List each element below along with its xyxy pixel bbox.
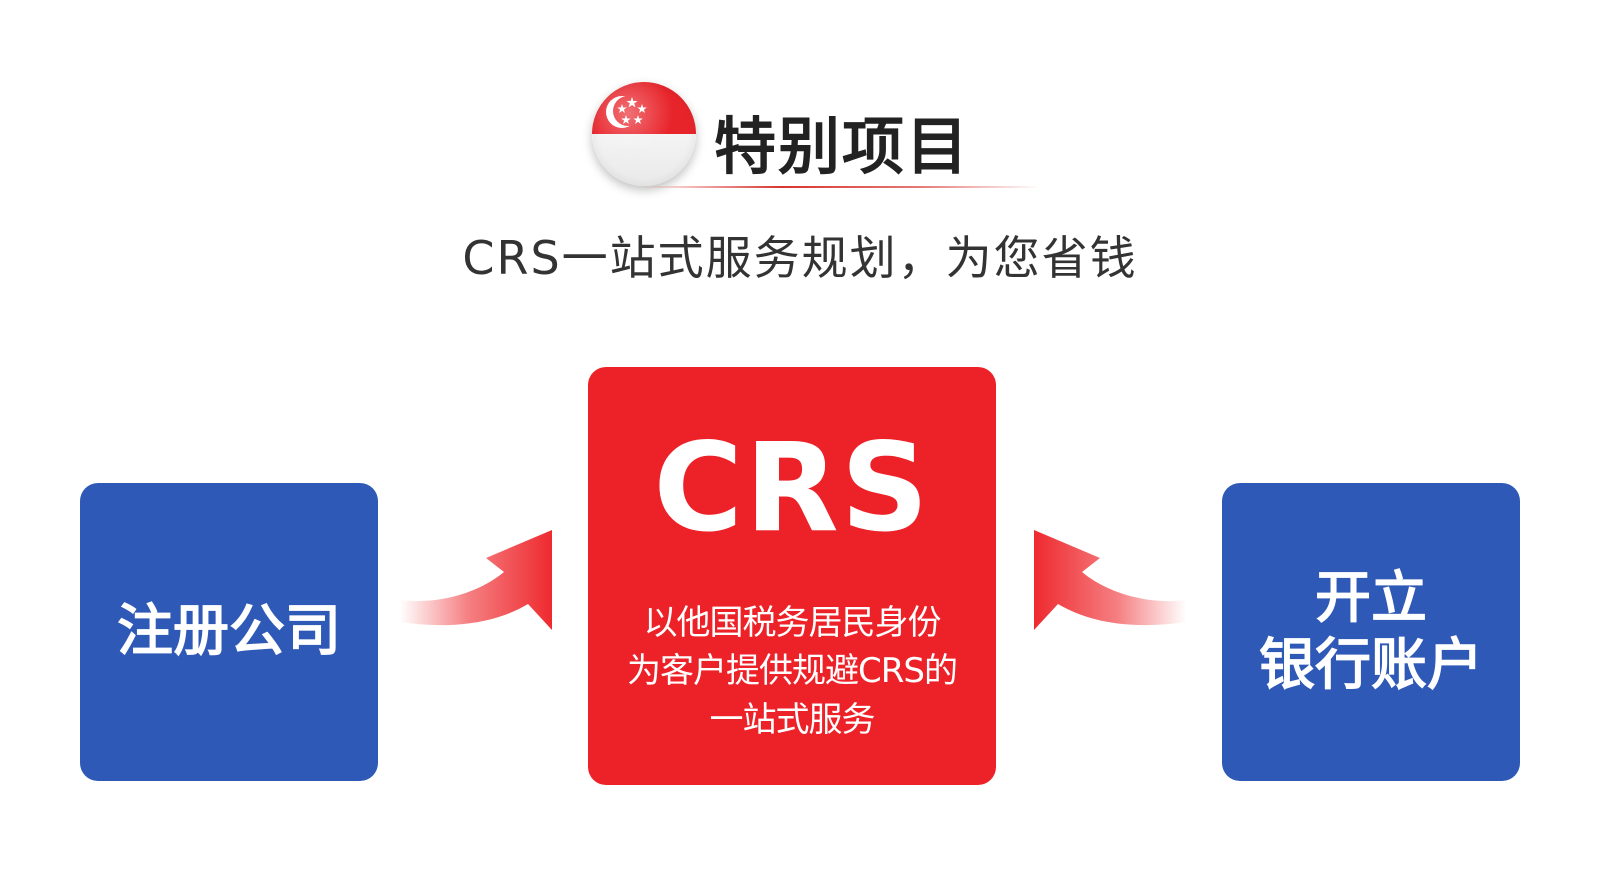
arrow-right-icon bbox=[400, 530, 552, 630]
register-company-label: 注册公司 bbox=[117, 599, 341, 665]
header: 特别项目 bbox=[592, 82, 1040, 192]
crs-title: CRS bbox=[653, 417, 931, 559]
crs-box: CRS 以他国税务居民身份 为客户提供规避CRS的 一站式服务 bbox=[588, 367, 996, 785]
open-bank-account-label: 开立 银行账户 bbox=[1259, 565, 1483, 699]
title-underline bbox=[642, 186, 1040, 188]
singapore-flag-icon bbox=[592, 82, 696, 186]
open-bank-account-box: 开立 银行账户 bbox=[1222, 483, 1520, 781]
crs-desc-line-3: 一站式服务 bbox=[709, 699, 876, 740]
arrow-left-icon bbox=[1034, 530, 1186, 630]
open-bank-account-line-2: 银行账户 bbox=[1259, 633, 1483, 698]
page-title: 特别项目 bbox=[714, 110, 971, 183]
flag-shine bbox=[592, 82, 696, 186]
subtitle: CRS一站式服务规划，为您省钱 bbox=[462, 231, 1138, 285]
crs-desc-line-2: 为客户提供规避CRS的 bbox=[627, 651, 958, 692]
register-company-box: 注册公司 bbox=[80, 483, 378, 781]
crs-desc-line-1: 以他国税务居民身份 bbox=[643, 603, 942, 643]
crs-description: 以他国税务居民身份 为客户提供规避CRS的 一站式服务 bbox=[588, 599, 996, 744]
open-bank-account-line-1: 开立 bbox=[1315, 565, 1427, 631]
